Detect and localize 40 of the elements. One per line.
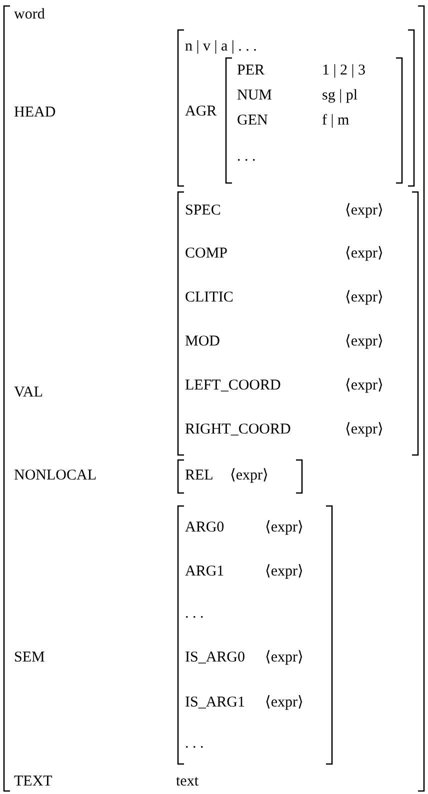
attribute-name: RIGHT_COORD	[185, 422, 291, 438]
attribute-name: LEFT_COORD	[185, 378, 281, 394]
attribute-name: IS_ARG1	[185, 694, 246, 712]
attribute-value: ⟨expr⟩	[345, 422, 384, 438]
attribute-name: PER	[237, 62, 265, 80]
attribute-name: SEM	[14, 650, 45, 666]
attribute-name: MOD	[185, 334, 220, 350]
attribute-name: REL	[185, 468, 214, 484]
attribute-name: word	[14, 6, 45, 24]
attribute-value: f | m	[322, 112, 350, 130]
attribute-name: COMP	[185, 246, 228, 262]
attribute-value: text	[176, 774, 198, 790]
attribute-name: VAL	[14, 384, 43, 402]
attribute-name: SPEC	[185, 202, 221, 220]
attribute-value: ⟨expr⟩	[345, 202, 384, 220]
attribute-value: ⟨expr⟩	[265, 694, 304, 712]
attribute-value: ⟨expr⟩	[345, 246, 384, 262]
attribute-name: CLITIC	[185, 290, 234, 306]
attribute-value: ⟨expr⟩	[345, 378, 384, 394]
attribute-name: ARG0	[185, 520, 224, 536]
attribute-value: . . .	[185, 736, 204, 752]
attribute-value: ⟨expr⟩	[265, 650, 304, 666]
attribute-value: ⟨expr⟩	[345, 334, 384, 350]
attribute-name: AGR	[185, 104, 217, 120]
attribute-name: ARG1	[185, 564, 224, 580]
attribute-value: . . .	[185, 606, 204, 622]
attribute-name: HEAD	[14, 104, 56, 122]
attribute-value: ⟨expr⟩	[230, 468, 268, 484]
attribute-name: TEXT	[14, 774, 52, 790]
attribute-value: 1 | 2 | 3	[322, 62, 366, 80]
attribute-value: ⟨expr⟩	[265, 564, 304, 580]
attribute-name: NONLOCAL	[14, 468, 96, 484]
attribute-value: ⟨expr⟩	[265, 520, 304, 536]
attribute-value: . . .	[237, 148, 256, 166]
attribute-name: NUM	[237, 88, 272, 104]
attribute-name: IS_ARG0	[185, 650, 246, 666]
attribute-value: sg | pl	[322, 88, 358, 104]
attribute-value: ⟨expr⟩	[345, 290, 384, 306]
attribute-name: GEN	[237, 112, 268, 130]
attribute-value: n | v | a | . . .	[185, 38, 257, 56]
